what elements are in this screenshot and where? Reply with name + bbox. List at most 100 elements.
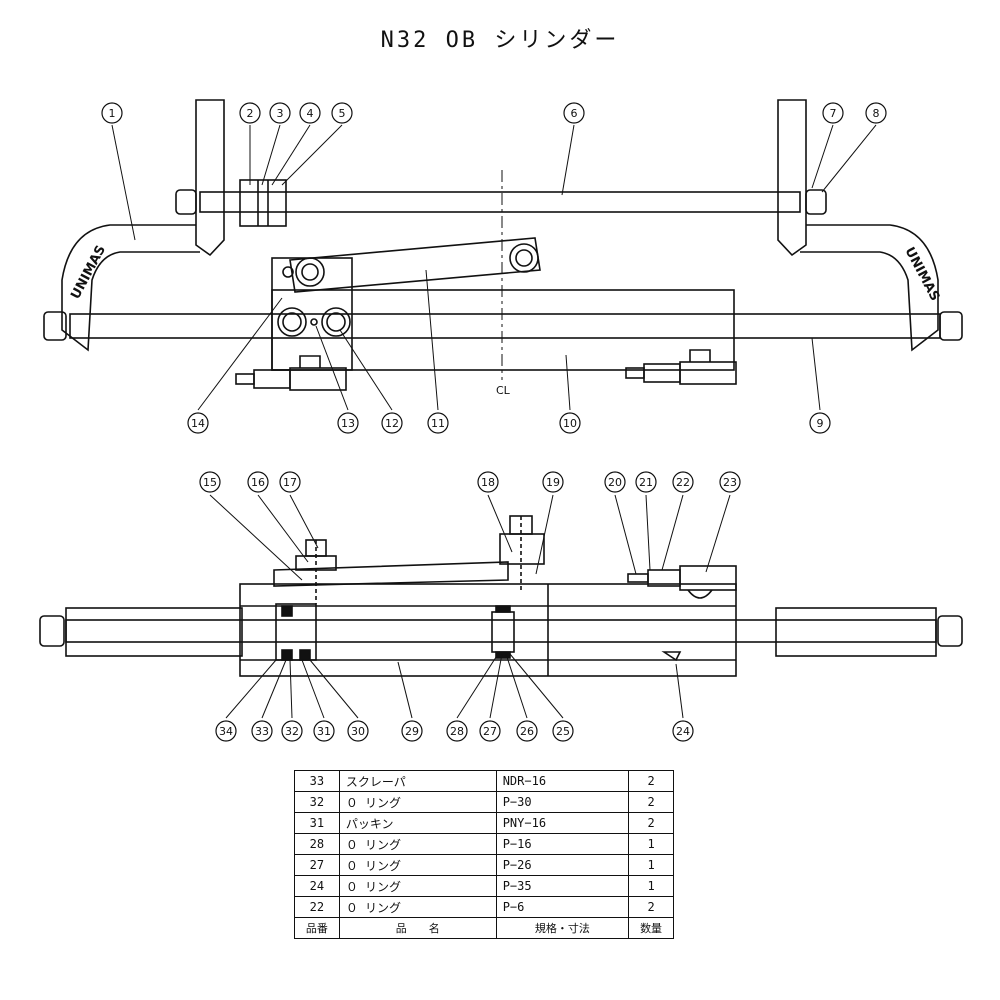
svg-text:27: 27 xyxy=(483,725,497,738)
callout-30: 30 xyxy=(347,720,369,742)
table-header-row: 品番 品 名 規格・寸法 数量 xyxy=(294,917,674,939)
header-spec: 規格・寸法 xyxy=(495,917,630,939)
part-qty: 2 xyxy=(628,896,674,918)
svg-text:26: 26 xyxy=(520,725,534,738)
callout-34: 34 xyxy=(215,720,237,742)
section-view xyxy=(39,515,963,677)
svg-text:33: 33 xyxy=(255,725,269,738)
callout-14: 14 xyxy=(187,412,209,434)
svg-text:21: 21 xyxy=(639,476,653,489)
left-bracket xyxy=(195,99,225,257)
top-view: UNIMAS UNIMAS CL xyxy=(43,99,963,397)
svg-text:17: 17 xyxy=(283,476,297,489)
header-qty: 数量 xyxy=(628,917,674,939)
table-row: 27 ０ リング P−26 1 xyxy=(294,854,674,876)
part-name: ０ リング xyxy=(338,791,497,813)
svg-text:2: 2 xyxy=(247,107,254,120)
svg-text:15: 15 xyxy=(203,476,217,489)
callout-10: 10 xyxy=(559,412,581,434)
table-row: 32 ０ リング P−30 2 xyxy=(294,791,674,813)
callout-18: 18 xyxy=(477,471,499,493)
svg-text:23: 23 xyxy=(723,476,737,489)
part-spec: PNY−16 xyxy=(495,812,630,834)
parts-table: 33 スクレーパ NDR−16 2 32 ０ リング P−30 2 31 パッキ… xyxy=(294,770,674,939)
callout-7: 7 xyxy=(822,102,844,124)
callout-28: 28 xyxy=(446,720,468,742)
svg-text:16: 16 xyxy=(251,476,265,489)
svg-text:14: 14 xyxy=(191,417,205,430)
part-qty: 2 xyxy=(628,812,674,834)
svg-text:5: 5 xyxy=(339,107,346,120)
callout-13: 13 xyxy=(337,412,359,434)
callout-19: 19 xyxy=(542,471,564,493)
part-number: 32 xyxy=(294,791,340,813)
table-row: 33 スクレーパ NDR−16 2 xyxy=(294,770,674,792)
callout-12: 12 xyxy=(381,412,403,434)
right-tiller-arm xyxy=(800,224,939,352)
callout-11: 11 xyxy=(427,412,449,434)
callout-25: 25 xyxy=(552,720,574,742)
part-name: スクレーパ xyxy=(338,770,497,792)
callout-32: 32 xyxy=(281,720,303,742)
part-spec: NDR−16 xyxy=(495,770,630,792)
nut-right-lower xyxy=(939,311,963,341)
part-qty: 1 xyxy=(628,875,674,897)
callout-5: 5 xyxy=(331,102,353,124)
svg-text:13: 13 xyxy=(341,417,355,430)
svg-text:10: 10 xyxy=(563,417,577,430)
part-name: ０ リング xyxy=(338,896,497,918)
svg-text:32: 32 xyxy=(285,725,299,738)
callout-6: 6 xyxy=(563,102,585,124)
svg-text:9: 9 xyxy=(817,417,824,430)
callout-16: 16 xyxy=(247,471,269,493)
callout-33: 33 xyxy=(251,720,273,742)
part-qty: 2 xyxy=(628,791,674,813)
header-part-name: 品 名 xyxy=(338,917,497,939)
mount-bolt-b xyxy=(321,307,351,337)
part-spec: P−6 xyxy=(495,896,630,918)
svg-text:8: 8 xyxy=(873,107,880,120)
rod-clamp xyxy=(239,179,287,227)
callout-29: 29 xyxy=(401,720,423,742)
svg-text:6: 6 xyxy=(571,107,578,120)
tie-rod xyxy=(199,191,801,213)
piston-shaft xyxy=(69,313,941,339)
callout-22: 22 xyxy=(672,471,694,493)
table-row: 24 ０ リング P−35 1 xyxy=(294,875,674,897)
drawing-title: N32 OB シリンダー xyxy=(380,28,620,53)
left-tiller-arm xyxy=(61,224,200,352)
callout-20: 20 xyxy=(604,471,626,493)
callout-labels: 1 2 3 4 5 6 7 8 9 10 11 12 13 14 15 16 1… xyxy=(101,102,887,742)
link-plate xyxy=(289,237,541,293)
callout-2: 2 xyxy=(239,102,261,124)
svg-text:11: 11 xyxy=(431,417,445,430)
callout-8: 8 xyxy=(865,102,887,124)
svg-text:30: 30 xyxy=(351,725,365,738)
part-qty: 1 xyxy=(628,854,674,876)
callout-1: 1 xyxy=(101,102,123,124)
part-number: 27 xyxy=(294,854,340,876)
callout-9: 9 xyxy=(809,412,831,434)
part-number: 22 xyxy=(294,896,340,918)
part-name: ０ リング xyxy=(338,854,497,876)
table-row: 22 ０ リング P−6 2 xyxy=(294,896,674,918)
callout-3: 3 xyxy=(269,102,291,124)
nut-right-upper xyxy=(805,189,827,215)
brand-left: UNIMAS xyxy=(68,243,109,302)
part-name: ０ リング xyxy=(338,875,497,897)
svg-text:34: 34 xyxy=(219,725,233,738)
svg-text:29: 29 xyxy=(405,725,419,738)
svg-text:25: 25 xyxy=(556,725,570,738)
svg-text:18: 18 xyxy=(481,476,495,489)
svg-text:31: 31 xyxy=(317,725,331,738)
part-name: ０ リング xyxy=(338,833,497,855)
fitting-right xyxy=(625,349,737,385)
centerline-label: CL xyxy=(496,384,511,397)
part-number: 31 xyxy=(294,812,340,834)
svg-text:24: 24 xyxy=(676,725,690,738)
part-number: 33 xyxy=(294,770,340,792)
part-spec: P−35 xyxy=(495,875,630,897)
callout-27: 27 xyxy=(479,720,501,742)
table-row: 31 パッキン PNY−16 2 xyxy=(294,812,674,834)
callout-23: 23 xyxy=(719,471,741,493)
